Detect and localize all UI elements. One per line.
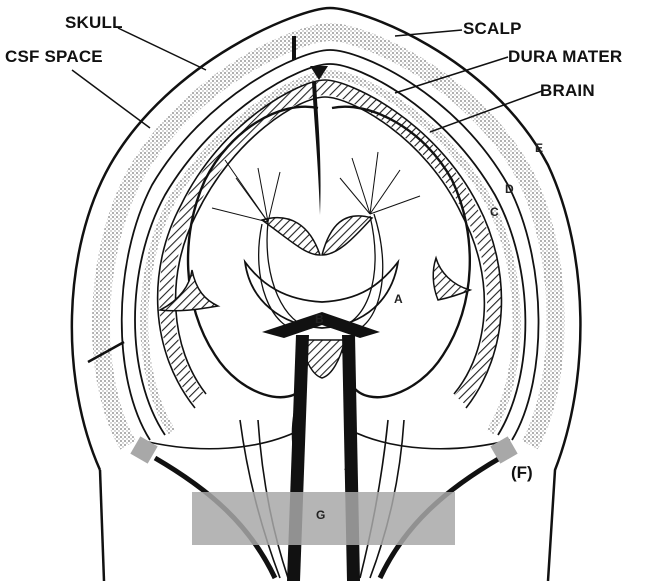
label-skull: SKULL bbox=[65, 13, 123, 33]
label-scalp: SCALP bbox=[463, 19, 522, 39]
figure-label: (F) bbox=[511, 463, 533, 483]
letter-b: B bbox=[315, 312, 324, 326]
letter-c: C bbox=[490, 205, 499, 219]
label-dura-mater: DURA MATER bbox=[508, 47, 622, 67]
letter-e: E bbox=[535, 141, 543, 155]
right-central-lobe bbox=[322, 216, 372, 255]
left-central-lobe bbox=[262, 218, 320, 255]
neck-left-side bbox=[100, 470, 104, 581]
letter-a: A bbox=[394, 292, 403, 306]
radiating-vessels bbox=[212, 152, 420, 222]
falx bbox=[312, 82, 321, 215]
letter-g: G bbox=[316, 508, 325, 522]
letter-d: D bbox=[505, 182, 514, 196]
right-ventricle bbox=[433, 258, 470, 300]
label-csf-space: CSF SPACE bbox=[5, 47, 103, 67]
label-brain: BRAIN bbox=[540, 81, 595, 101]
